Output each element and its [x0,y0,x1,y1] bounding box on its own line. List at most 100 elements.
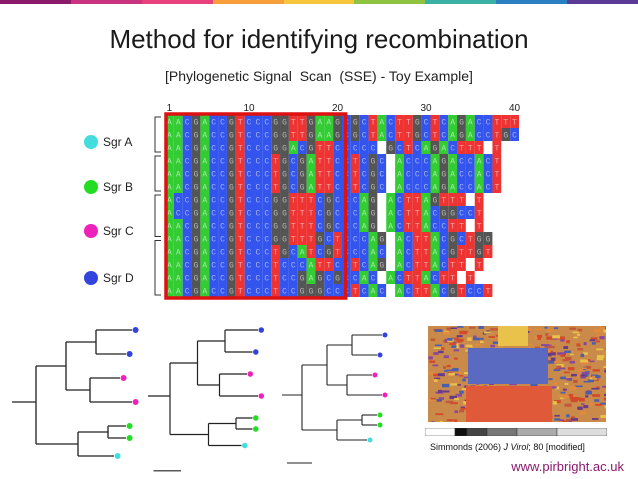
base-cell [315,115,325,128]
heat-noise [441,390,450,393]
base-cell [421,167,431,180]
base-cell [386,219,396,232]
base-cell [218,258,227,271]
base-letter: C [406,288,411,297]
heat-noise [553,368,561,372]
base-cell [306,128,316,141]
base-cell [412,141,422,154]
base-cell [262,271,272,284]
base-letter: C [247,197,252,206]
base-cell [253,258,263,271]
base-letter: G [194,262,199,271]
base-cell [306,141,316,154]
base-cell [244,245,254,258]
group-bracket [154,155,161,192]
base-cell [209,115,219,128]
base-letter: A [176,171,181,180]
base-cell [271,167,281,180]
base-cell [226,271,236,284]
heat-noise [544,326,548,329]
base-letter: C [291,171,296,180]
base-cell [421,284,431,297]
base-cell [333,180,342,193]
heat-noise [429,360,436,363]
heat-noise [575,385,583,388]
base-letter: T [468,249,473,258]
base-cell [280,258,289,271]
tree-tip-icon [258,393,265,399]
heat-noise [429,398,437,402]
base-letter: A [202,275,207,284]
base-cell [412,180,422,193]
base-cell [439,128,449,141]
base-cell [412,258,422,271]
heat-noise [535,346,540,350]
base-cell [395,206,404,219]
base-cell [474,232,484,245]
base-cell [501,245,511,258]
base-letter: C [459,158,464,167]
base-cell [306,245,316,258]
base-cell [200,245,210,258]
base-letter: A [167,171,172,180]
base-letter: A [388,223,393,232]
base-letter: C [264,249,269,258]
heat-noise [577,328,583,332]
base-letter: T [371,119,376,128]
base-letter: A [317,132,322,141]
base-letter: C [211,145,216,154]
base-letter: T [406,275,411,284]
base-letter: T [441,197,446,206]
base-letter: T [291,210,296,219]
heat-noise [560,397,565,400]
base-cell [483,141,493,154]
base-letter: C [406,262,411,271]
heat-noise [569,353,574,356]
heat-noise [456,340,462,343]
base-letter: C [264,132,269,141]
base-letter: C [441,236,446,245]
base-cell [501,219,511,232]
base-letter: G [282,132,287,141]
base-cell [244,258,254,271]
base-cell [288,271,298,284]
base-letter: T [291,236,296,245]
base-letter: C [211,184,216,193]
base-letter: C [362,171,367,180]
base-cell [235,271,245,284]
base-cell [368,258,378,271]
base-letter: A [379,132,384,141]
base-cell [253,115,263,128]
base-cell [209,271,219,284]
base-cell [324,271,334,284]
base-cell [510,206,519,219]
base-letter: C [468,184,473,193]
base-cell [386,115,396,128]
base-letter: A [388,210,393,219]
heat-noise [449,395,458,399]
base-letter: A [176,249,181,258]
base-cell [244,180,254,193]
base-cell [430,258,440,271]
base-letter: T [433,132,438,141]
heat-noise [581,371,589,375]
heat-noise [463,401,468,405]
base-cell [324,115,334,128]
footer-website-link[interactable]: www.pirbright.ac.uk [511,459,624,474]
heat-noise [526,328,532,331]
base-cell [191,193,201,206]
brand-bar-segment [283,0,356,4]
base-cell [165,193,174,206]
base-letter: G [194,210,199,219]
base-cell [333,128,342,141]
group-dot-icon [84,271,98,285]
base-letter: C [256,119,261,128]
base-letter: A [424,145,429,154]
base-cell [271,219,281,232]
base-cell [474,128,484,141]
base-cell [165,232,174,245]
base-cell [271,206,281,219]
base-letter: C [264,210,269,219]
base-cell [430,128,440,141]
base-cell [244,141,254,154]
